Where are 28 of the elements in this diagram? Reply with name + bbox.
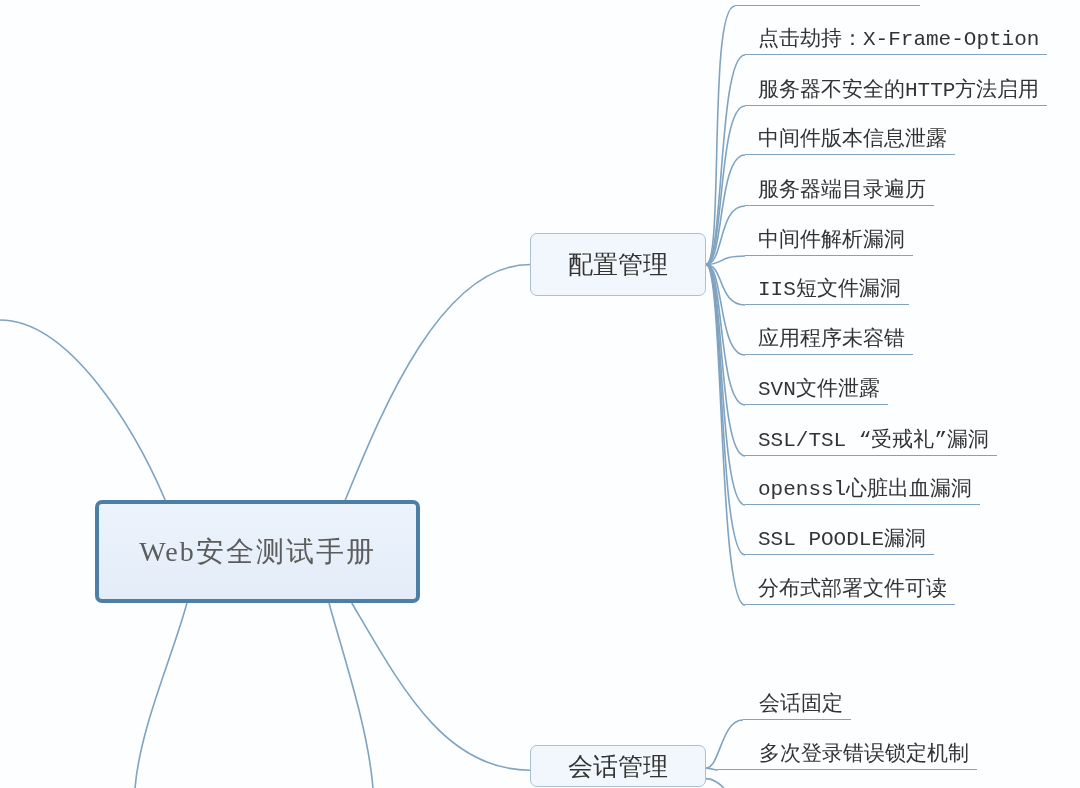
- subtopic-text: 中间件解析漏洞: [758, 227, 905, 253]
- subtopic-text: 应用程序未容错: [758, 326, 905, 352]
- central-topic-box: [95, 500, 420, 603]
- subtopic-text: 分布式部署文件可读: [758, 576, 947, 602]
- branch-line: [705, 263, 746, 506]
- branch-line: [134, 602, 188, 788]
- subtopic-text: openssl心脏出血漏洞: [758, 476, 973, 502]
- main-topic-box: [530, 745, 706, 787]
- branch-line: [0, 319, 166, 501]
- subtopic-text: 服务器不安全的HTTP方法启用: [758, 77, 1040, 103]
- topic-text: 配置管理: [568, 249, 668, 281]
- branch-line: [344, 263, 531, 501]
- subtopic-text: SSL/TSL “受戒礼”漏洞: [758, 427, 990, 453]
- branch-line: [705, 777, 725, 788]
- subtopic-text: 多次登录错误锁定机制: [759, 741, 969, 767]
- topic-text: 会话管理: [568, 750, 668, 783]
- topic-text: Web安全测试手册: [139, 534, 376, 569]
- subtopic-text: 中间件版本信息泄露: [758, 126, 947, 152]
- subtopic-text: IIS短文件漏洞: [758, 276, 901, 302]
- branch-line: [705, 767, 719, 771]
- subtopic-text: 点击劫持：X-Frame-Option: [758, 26, 1040, 52]
- subtopic-text: 服务器端目录遍历: [758, 177, 926, 203]
- subtopic-text: 会话固定: [759, 691, 843, 717]
- main-topic-box: [530, 233, 706, 296]
- subtopic-text: SVN文件泄露: [758, 376, 880, 402]
- subtopic-text: SSL POODLE漏洞: [758, 526, 927, 552]
- branch-line: [328, 602, 374, 788]
- branch-line: [350, 602, 531, 771]
